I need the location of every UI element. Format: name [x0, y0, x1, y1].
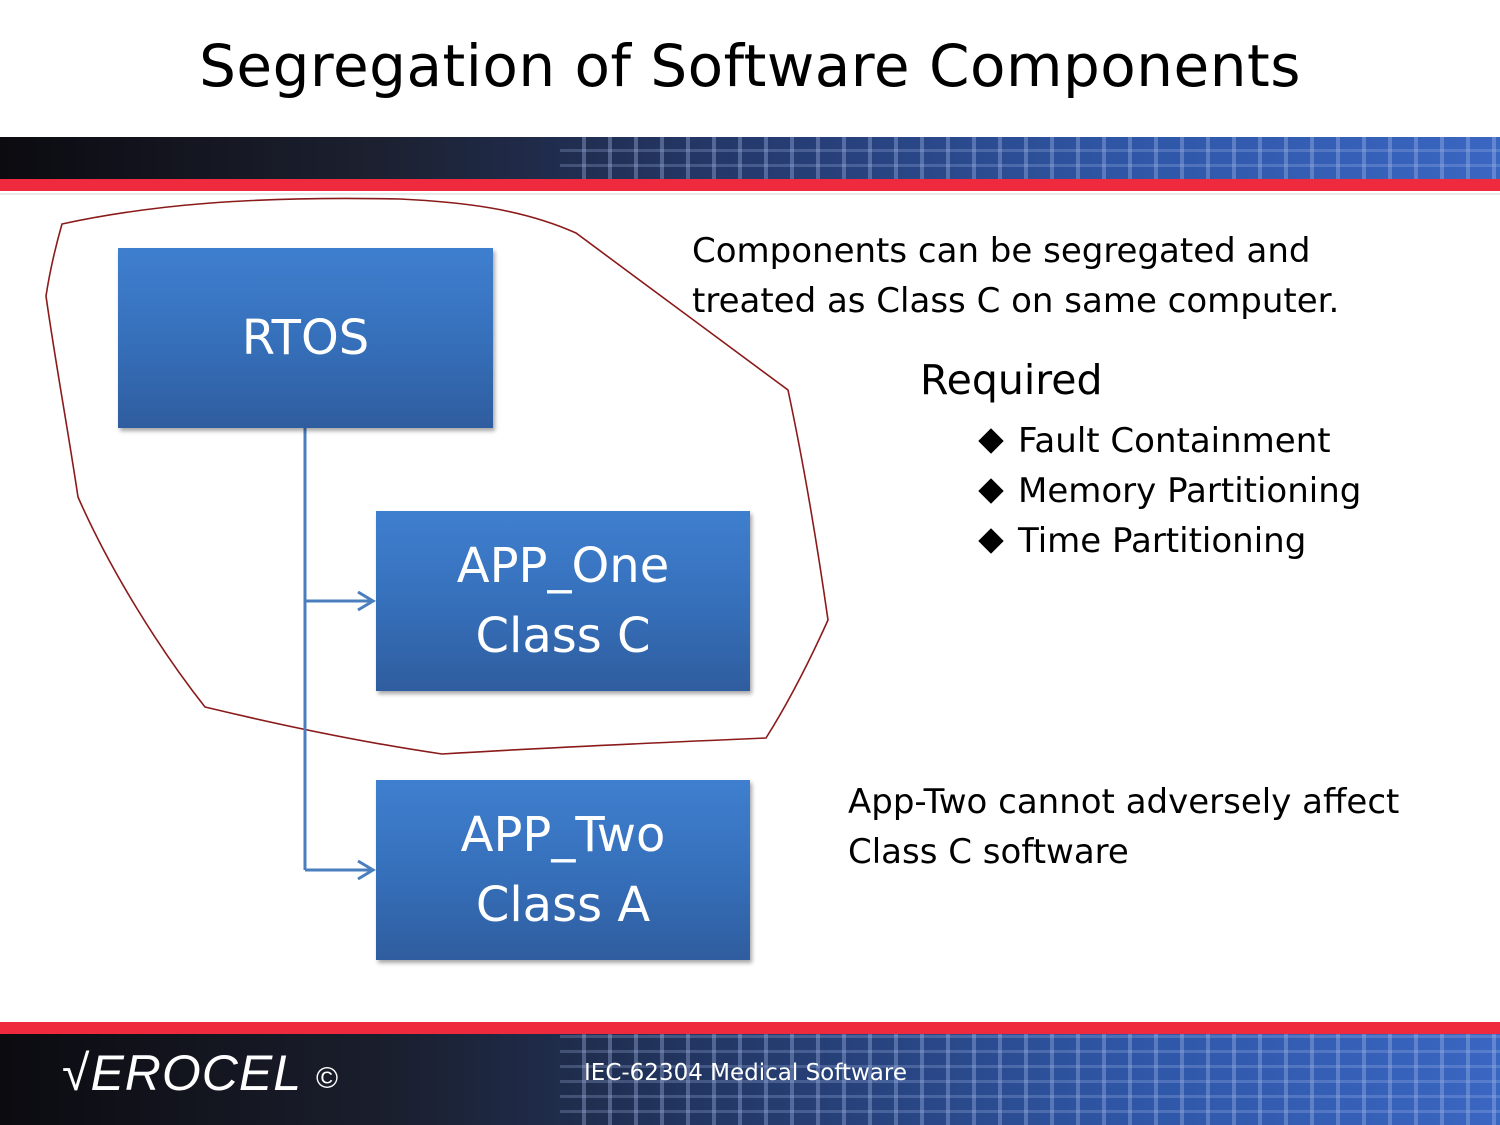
- app-one-name: APP_One: [456, 538, 670, 594]
- footer-red-stripe: [0, 1022, 1500, 1034]
- footer-band: [0, 1034, 1500, 1125]
- required-item-label: Memory Partitioning: [1018, 471, 1362, 511]
- description-line-2: treated as Class C on same computer.: [692, 281, 1340, 321]
- header-band: [0, 137, 1500, 179]
- app-two-class: Class A: [475, 877, 651, 933]
- required-item: Fault Containment: [975, 416, 1361, 466]
- slide-title: Segregation of Software Components: [199, 32, 1301, 100]
- required-item: Time Partitioning: [975, 516, 1361, 566]
- header-red-stripe: [0, 179, 1500, 191]
- segregation-outline: [45, 197, 829, 755]
- required-item: Memory Partitioning: [975, 466, 1361, 516]
- footer-caption: IEC-62304 Medical Software: [584, 1060, 907, 1086]
- verocel-logo: √EROCEL: [62, 1045, 303, 1101]
- rtos-box: RTOS: [118, 248, 493, 428]
- required-item-label: Fault Containment: [1018, 421, 1331, 461]
- app-two-box: APP_Two Class A: [376, 780, 750, 960]
- diamond-bullet-icon: [978, 528, 1004, 554]
- app-two-note: App-Two cannot adversely affect Class C …: [848, 777, 1399, 877]
- app-two-name: APP_Two: [460, 807, 666, 863]
- app-one-class: Class C: [475, 608, 651, 664]
- rtos-label: RTOS: [241, 310, 370, 366]
- app-one-box: APP_One Class C: [376, 511, 750, 691]
- segregation-description: Components can be segregated and treated…: [692, 226, 1339, 326]
- note-line-2: Class C software: [848, 832, 1129, 872]
- diamond-bullet-icon: [978, 478, 1004, 504]
- required-item-label: Time Partitioning: [1018, 521, 1307, 561]
- required-list: Fault Containment Memory Partitioning Ti…: [975, 416, 1361, 566]
- diamond-bullet-icon: [978, 428, 1004, 454]
- description-line-1: Components can be segregated and: [692, 231, 1311, 271]
- connector-lines: [303, 428, 376, 881]
- note-line-1: App-Two cannot adversely affect: [848, 782, 1400, 822]
- copyright-symbol: ©: [316, 1062, 339, 1095]
- header-divider: [0, 193, 1500, 195]
- required-heading: Required: [920, 356, 1103, 404]
